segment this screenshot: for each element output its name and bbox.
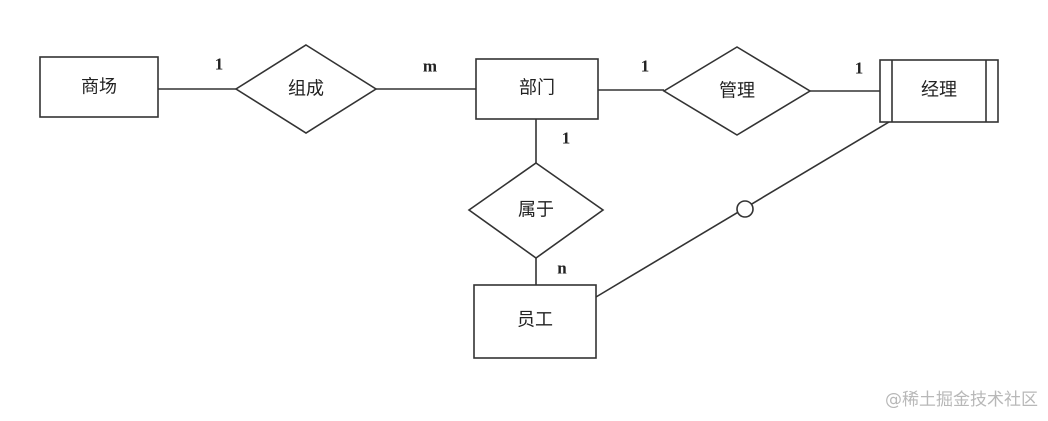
watermark: @稀土掘金技术社区 (885, 390, 1038, 410)
entity-mall-label: 商场 (81, 77, 117, 98)
optional-circle (736, 200, 754, 218)
relationship-compose (234, 44, 378, 134)
relationship-belong-label: 属于 (518, 200, 554, 221)
entity-department-label: 部门 (519, 78, 555, 99)
entity-manager-label: 经理 (921, 80, 957, 101)
cardinality-mall-compose: 1 (215, 55, 224, 74)
cardinality-department-manage: 1 (641, 57, 650, 76)
cardinality-compose-department: m (423, 57, 437, 76)
relationship-manage (662, 46, 812, 136)
entity-mall (39, 56, 159, 118)
cardinality-manage-manager: 1 (855, 59, 864, 78)
entity-employee (473, 284, 597, 359)
relationship-compose-label: 组成 (288, 79, 324, 100)
cardinality-belong-employee: n (557, 259, 567, 278)
entity-employee-label: 员工 (517, 310, 553, 331)
relationship-manage-label: 管理 (719, 81, 755, 102)
cardinality-department-belong: 1 (562, 129, 571, 148)
entity-manager (879, 59, 999, 123)
relationship-belong (467, 162, 605, 259)
entity-department (475, 58, 599, 120)
